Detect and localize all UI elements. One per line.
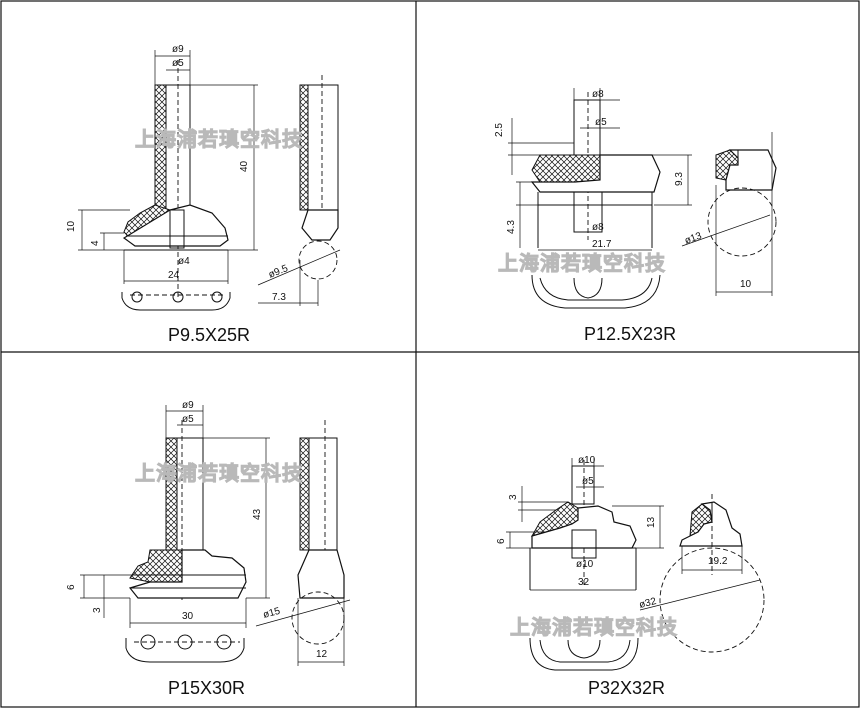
dim-stem: ø4 xyxy=(178,256,190,267)
dim-right-height: 9.3 xyxy=(674,172,685,186)
dim-stem: ø10 xyxy=(576,559,594,570)
dim-right-height: 13 xyxy=(646,516,657,528)
dim-cup: ø15 xyxy=(262,606,282,621)
dim-top-outer: ø8 xyxy=(592,89,604,100)
front-view xyxy=(121,60,231,311)
watermark: 上海浦若瑱空科技 xyxy=(135,461,303,485)
panel-p9-5x25r: ø9 ø5 40 10 4 ø4 24 xyxy=(66,44,341,345)
watermark: 上海浦若瑱空科技 xyxy=(510,615,678,639)
model-caption: P32X32R xyxy=(588,678,665,698)
dim-width: 32 xyxy=(578,577,590,588)
dim-cup: ø32 xyxy=(638,596,658,611)
dim-side: 7.3 xyxy=(272,292,286,303)
dimensions: ø10 ø5 3 6 13 ø10 32 xyxy=(496,455,664,591)
dim-cup: ø9.5 xyxy=(267,263,290,281)
model-caption: P9.5X25R xyxy=(168,325,250,345)
dim-left-top: 3 xyxy=(508,494,519,500)
dimensions: ø9 ø5 43 6 3 30 xyxy=(66,400,270,628)
side-view: ø9.5 7.3 xyxy=(257,75,341,306)
dim-width: 30 xyxy=(182,611,194,622)
dim-width: 24 xyxy=(168,270,180,281)
side-view: ø15 12 xyxy=(255,420,351,666)
dim-width: 21.7 xyxy=(592,239,612,250)
panel-p32x32r: ø10 ø5 3 6 13 ø10 32 ø32 xyxy=(496,455,765,698)
dim-left-small: 3 xyxy=(92,607,103,613)
dim-height: 43 xyxy=(252,508,263,520)
dim-left-height: 4.3 xyxy=(506,220,517,234)
dim-top-outer: ø9 xyxy=(182,400,194,411)
model-caption: P12.5X23R xyxy=(584,324,676,344)
panel-p12-5x23r: ø8 ø5 2.5 9.3 4.3 ø8 21.7 ø13 xyxy=(494,88,777,344)
front-view xyxy=(125,420,247,663)
dimensions: ø8 ø5 2.5 9.3 4.3 ø8 21.7 xyxy=(494,88,692,251)
side-view: ø13 10 xyxy=(681,132,777,296)
dim-cup: ø13 xyxy=(683,230,703,246)
dim-left-height: 6 xyxy=(496,538,507,544)
dim-side: 10 xyxy=(740,279,752,290)
model-caption: P15X30R xyxy=(168,678,245,698)
watermark: 上海浦若瑱空科技 xyxy=(135,127,303,151)
dim-height: 40 xyxy=(239,160,250,172)
dimensions: ø9 ø5 40 10 4 ø4 24 xyxy=(66,44,258,284)
panel-p15x30r: ø9 ø5 43 6 3 30 ø15 xyxy=(66,400,351,698)
watermark: 上海浦若瑱空科技 xyxy=(498,251,666,275)
dim-top-inner: ø5 xyxy=(182,414,194,425)
dim-top-outer: ø9 xyxy=(172,44,184,55)
front-view xyxy=(529,460,639,671)
dim-left-height: 6 xyxy=(66,584,77,590)
dim-left-height: 10 xyxy=(66,220,77,232)
dim-top-inner: ø5 xyxy=(172,58,184,69)
dim-top-inner: ø5 xyxy=(582,476,594,487)
dim-left-small: 4 xyxy=(90,240,101,246)
dim-left-top: 2.5 xyxy=(494,123,505,137)
dim-side: 12 xyxy=(316,649,328,660)
side-view: ø32 19.2 xyxy=(638,494,765,653)
dim-stem: ø8 xyxy=(592,222,604,233)
dim-side: 19.2 xyxy=(708,556,728,567)
dim-top-outer: ø10 xyxy=(578,455,596,466)
front-view xyxy=(530,92,661,309)
dim-top-inner: ø5 xyxy=(595,117,607,128)
